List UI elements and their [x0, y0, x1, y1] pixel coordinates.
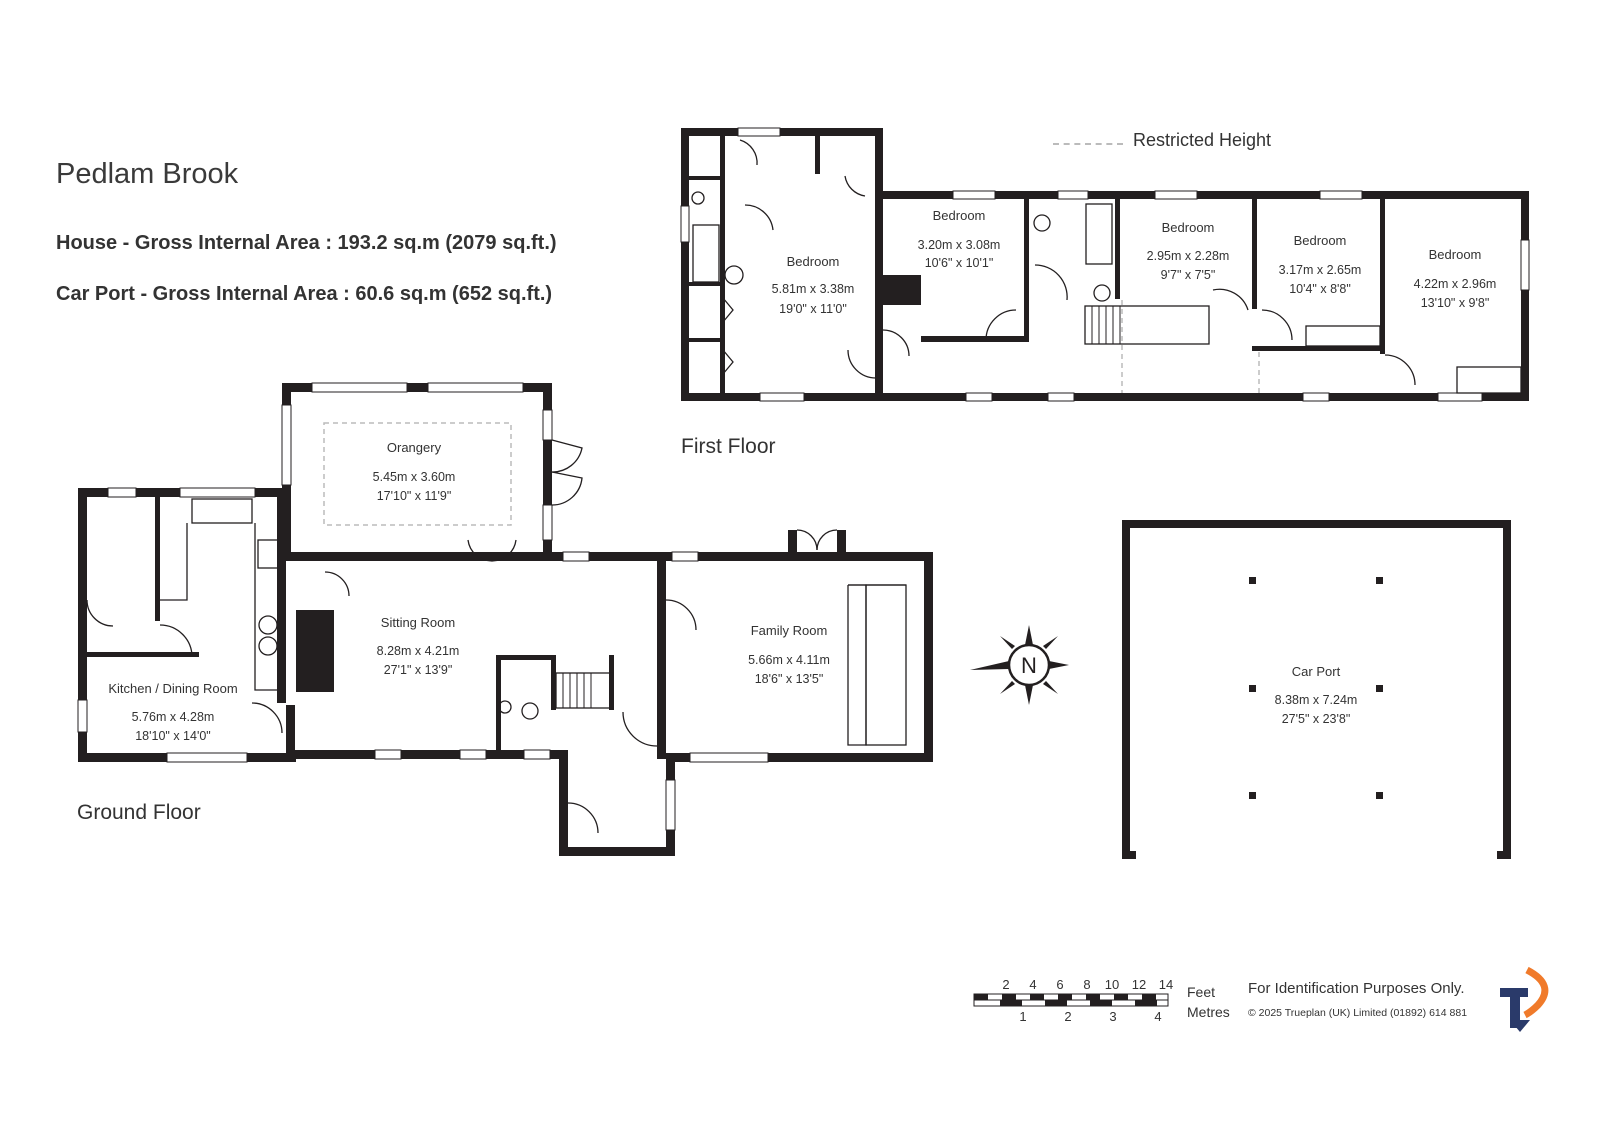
scale-tick-feet: 4 — [1029, 977, 1036, 992]
copyright-text: © 2025 Trueplan (UK) Limited (01892) 614… — [1248, 1007, 1468, 1019]
trueplan-logo-icon — [1500, 966, 1549, 1032]
room-dim-metric: 2.95m x 2.28m — [1147, 249, 1230, 263]
door-swing-icon — [1384, 354, 1416, 386]
scale-tick-metres: 4 — [1154, 1009, 1161, 1024]
stairs-icon — [555, 672, 613, 709]
door-swing-icon — [551, 471, 583, 506]
room-dim-metric: 8.38m x 7.24m — [1275, 693, 1358, 707]
wardrobe-door-icon — [722, 297, 734, 323]
first-floor-plan: Bedroom 5.81m x 3.38m 19'0" x 11'0" Bedr… — [680, 127, 1530, 402]
ground-floor-label: Ground Floor — [77, 801, 201, 824]
scale-tick-feet: 6 — [1056, 977, 1063, 992]
basin-icon — [498, 700, 512, 714]
bath-icon — [692, 224, 720, 283]
bath-icon — [1085, 203, 1113, 265]
room-name: Orangery — [387, 440, 442, 455]
property-title: Pedlam Brook — [56, 158, 239, 190]
room-dim-imperial: 19'0" x 11'0" — [779, 302, 847, 316]
room-dim-metric: 5.76m x 4.28m — [132, 710, 215, 724]
carport-area-text: Car Port - Gross Internal Area : 60.6 sq… — [56, 283, 553, 305]
house-area-text: House - Gross Internal Area : 193.2 sq.m… — [56, 232, 557, 254]
restricted-height-key-line — [1053, 143, 1123, 145]
sink-icon — [191, 498, 253, 524]
scale-tick-feet: 10 — [1105, 977, 1119, 992]
door-swing-icon — [985, 309, 1017, 341]
door-swing-icon — [844, 175, 866, 197]
scale-tick-feet: 2 — [1002, 977, 1009, 992]
room-name: Bedroom — [1294, 233, 1347, 248]
appliance-icon — [258, 615, 278, 635]
door-swing-icon — [1212, 288, 1249, 311]
room-dim-imperial: 18'6" x 13'5" — [755, 672, 824, 686]
door-swing-icon — [467, 539, 493, 562]
door-swing-icon — [665, 599, 697, 631]
room-name: Bedroom — [1162, 220, 1215, 235]
room-dim-imperial: 13'10" x 9'8" — [1421, 296, 1490, 310]
door-swing-icon — [816, 529, 838, 551]
restricted-height-label: Restricted Height — [1133, 130, 1272, 150]
room-dim-metric: 5.45m x 3.60m — [373, 470, 456, 484]
door-swing-icon — [744, 204, 774, 231]
scale-tick-feet: 12 — [1132, 977, 1146, 992]
door-swing-icon — [324, 571, 350, 597]
room-dim-metric: 4.22m x 2.96m — [1414, 277, 1497, 291]
scale-tick-feet: 14 — [1159, 977, 1173, 992]
room-name: Kitchen / Dining Room — [108, 681, 237, 696]
door-swing-icon — [796, 529, 818, 551]
room-dim-metric: 5.81m x 3.38m — [772, 282, 855, 296]
toilet-icon — [521, 702, 539, 720]
room-dim-metric: 8.28m x 4.21m — [377, 644, 460, 658]
compass-icon: N — [970, 625, 1069, 705]
scale-tick-metres: 1 — [1019, 1009, 1026, 1024]
room-name: Family Room — [751, 623, 828, 638]
door-swing-icon — [622, 711, 658, 747]
compass-letter: N — [1021, 653, 1037, 678]
scale-tick-metres: 3 — [1109, 1009, 1116, 1024]
room-dim-imperial: 10'4" x 8'8" — [1289, 282, 1351, 296]
basin-icon — [724, 265, 744, 285]
room-dim-metric: 3.17m x 2.65m — [1279, 263, 1362, 277]
basin-icon — [1093, 284, 1111, 302]
room-dim-imperial: 10'6" x 10'1" — [925, 256, 994, 270]
door-swing-icon — [847, 349, 877, 379]
door-swing-icon — [882, 329, 910, 357]
hob-icon — [257, 539, 279, 569]
car-port-plan: Car Port 8.38m x 7.24m 27'5" x 23'8" — [1122, 520, 1511, 859]
toilet-icon — [691, 191, 705, 205]
room-dim-metric: 3.20m x 3.08m — [918, 238, 1001, 252]
room-name: Bedroom — [787, 254, 840, 269]
first-floor-label: First Floor — [681, 435, 776, 458]
identification-note: For Identification Purposes Only. — [1248, 980, 1465, 997]
appliance-icon — [258, 636, 278, 656]
ground-floor-plan: Orangery 5.45m x 3.60m 17'10" x 11'9" Si… — [77, 382, 933, 856]
door-swing-icon — [491, 539, 517, 562]
room-name: Bedroom — [933, 208, 986, 223]
scale-bar: 2 4 6 8 10 12 14 1 2 3 4 — [973, 977, 1173, 1024]
door-swing-icon — [251, 702, 283, 734]
room-dim-metric: 5.66m x 4.11m — [748, 653, 830, 667]
door-swing-icon — [159, 624, 193, 658]
room-dim-imperial: 17'10" x 11'9" — [377, 489, 452, 503]
stairs-icon — [1084, 305, 1210, 345]
scale-metres-label: Metres — [1187, 1004, 1230, 1020]
room-name: Bedroom — [1429, 247, 1482, 262]
door-swing-icon — [86, 599, 114, 627]
room-dim-imperial: 27'5" x 23'8" — [1282, 712, 1351, 726]
scale-tick-feet: 8 — [1083, 977, 1090, 992]
room-name: Car Port — [1292, 664, 1341, 679]
room-dim-imperial: 27'1" x 13'9" — [384, 663, 453, 677]
door-swing-icon — [739, 139, 758, 166]
toilet-icon — [1033, 214, 1051, 232]
scale-tick-metres: 2 — [1064, 1009, 1071, 1024]
room-dim-imperial: 18'10" x 14'0" — [135, 729, 211, 743]
door-swing-icon — [1261, 309, 1293, 341]
door-swing-icon — [567, 802, 599, 834]
scale-feet-label: Feet — [1187, 984, 1216, 1000]
room-dim-imperial: 9'7" x 7'5" — [1161, 268, 1216, 282]
room-name: Sitting Room — [381, 615, 455, 630]
wardrobe-door-icon — [722, 349, 734, 375]
door-swing-icon — [1034, 264, 1068, 301]
door-swing-icon — [551, 439, 583, 473]
